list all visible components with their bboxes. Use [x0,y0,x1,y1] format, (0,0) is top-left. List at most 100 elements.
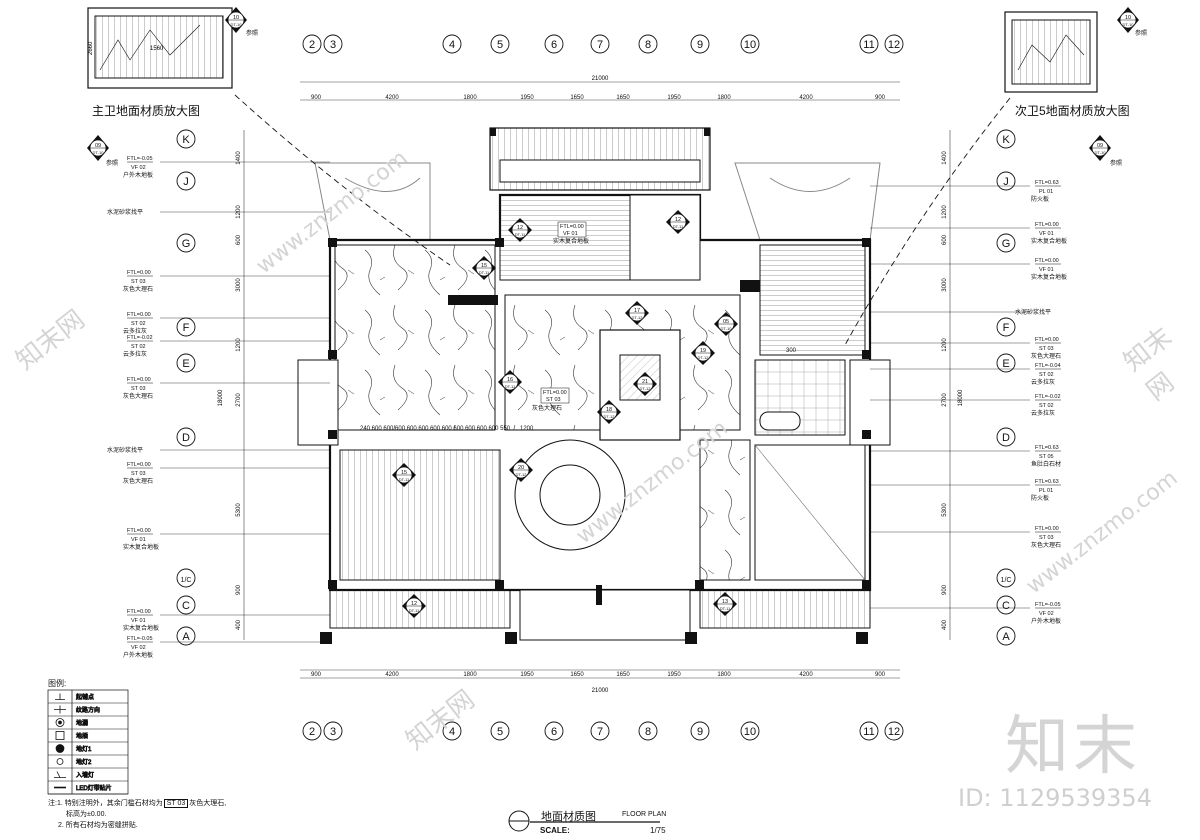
dim-bottom-5: 1650 [616,672,630,678]
row-bubble-left-D-circle [176,427,196,447]
row-bubble-left-G-label: G [182,238,191,250]
callout-leader-left [234,94,451,266]
column-bubble-top-5-label: 5 [497,39,503,51]
dim-bottom-6: 1950 [667,672,681,678]
legend-label-7: LED灯带贴片 [76,784,112,792]
start-point-icon [55,693,65,700]
dim-left-6: 5300 [236,503,242,517]
column-bubble-bottom-5-circle [490,721,510,741]
left-tag-4-code: FTL=-0.02 [127,335,153,341]
row-bubble-right-G-circle [996,233,1016,253]
dim-right-5: 2700 [942,393,948,407]
left-tag-7-mat: ST 03 [131,471,146,477]
column-bubble-bottom-12-circle [884,721,904,741]
right-tag-1-mat: VF 01 [1039,231,1054,237]
detail-frame-right [1004,11,1098,93]
section-marker-num: 18 [606,407,612,413]
legend-label-6: 入墙灯 [76,771,94,779]
column-bubble-top-3-circle [323,34,343,54]
column-bubble-bottom-2-label: 2 [309,726,315,738]
right-tag-2-mat: VF 01 [1039,267,1054,273]
section-marker-sheet: DT-11 [409,608,420,613]
column-bubble-bottom-8-circle [638,721,658,741]
left-tag-3-name: 云多拉灰 [123,327,147,335]
column-bubble-bottom-6-circle [544,721,564,741]
row-bubble-left-A-circle [176,626,196,646]
ref-note-right-bottom: 参照 [1110,161,1123,167]
detail-left-dim-1: 1560 [150,46,164,52]
dim-bottom-9: 900 [875,672,886,678]
column-bubble-top-12-label: 12 [888,39,900,51]
dim-right-0: 1400 [942,151,948,165]
section-marker-sheet: DT-12 [604,414,616,419]
right-tag-4-code: FTL=0.00 [1035,337,1059,343]
dim-top-2: 1800 [463,95,477,101]
section-marker-sheet: DT-10 [721,326,733,331]
ref-bubble-left-bottom-sheet: DT-10 [93,150,105,155]
right-tag-7-code: FTL=0.63 [1035,445,1059,451]
left-tag-7-name: 灰色大理石 [123,477,153,485]
total-height-left: 18000 [218,389,224,406]
legend-label-0: 起铺点 [76,693,94,701]
right-tag-9-mat: ST 03 [1039,535,1054,541]
left-tag-3-mat: ST 02 [131,321,146,327]
column-bubble-bottom-3-label: 3 [330,726,336,738]
column-bubble-top-8-circle [638,34,658,54]
ref-bubble-right-top-num: 10 [1125,15,1131,21]
plan-tag-box-1 [540,387,570,404]
left-tag-0-name: 户外木地板 [123,171,153,179]
note-line-1-suffix: 灰色大理石, [189,800,227,807]
row-bubble-right-1/C-circle [996,568,1016,588]
row-bubble-right-J-circle [996,171,1016,191]
row-bubble-right-E-label: E [1002,358,1009,370]
detail-title-right: 次卫5地面材质放大图 [1015,104,1130,118]
scale-label: SCALE: [540,826,570,835]
column-bubble-top-4-label: 4 [449,39,455,51]
watermark-id: ID: 1129539354 [958,784,1152,812]
dim-right-6: 5300 [942,503,948,517]
column-bubble-top-9-circle [690,34,710,54]
note-line-2: 标高为±0.00. [66,811,107,818]
left-tag-10-name: 户外木地板 [123,651,153,659]
left-tag-4-mat: ST 02 [131,344,146,350]
detail-left-dim-2: 2660 [88,41,94,55]
section-marker-num: 16 [507,377,513,383]
ref-note-left: 参照 [246,31,259,37]
dim-1200-label: 1200 [520,426,534,432]
section-marker-num: 19 [700,348,706,354]
dim-bottom-1: 4200 [385,672,399,678]
legend-label-3: 地插 [76,732,88,740]
right-tag-4-name: 灰色大理石 [1031,352,1061,360]
row-bubble-right-F-circle [996,317,1016,337]
column-bubble-top-2-label: 2 [309,39,315,51]
dim-left-0: 1400 [236,151,242,165]
column-bubble-top-2-circle [302,34,322,54]
section-marker-sheet: DT-12 [698,355,710,360]
plan-tag-code-0: FTL=0.00 [560,224,584,230]
right-tag-6-mat: ST 02 [1039,403,1054,409]
section-marker-sheet: DT-11 [673,224,684,229]
right-tag-8-name: 防火板 [1031,494,1049,502]
dim-top-4: 1650 [570,95,584,101]
right-tag-8-mat: PL 01 [1039,488,1053,494]
section-marker-num: 12 [517,225,523,231]
left-tag-8-code: FTL=0.00 [127,528,151,534]
row-bubble-right-D-circle [996,427,1016,447]
column-bubble-top-5-circle [490,34,510,54]
